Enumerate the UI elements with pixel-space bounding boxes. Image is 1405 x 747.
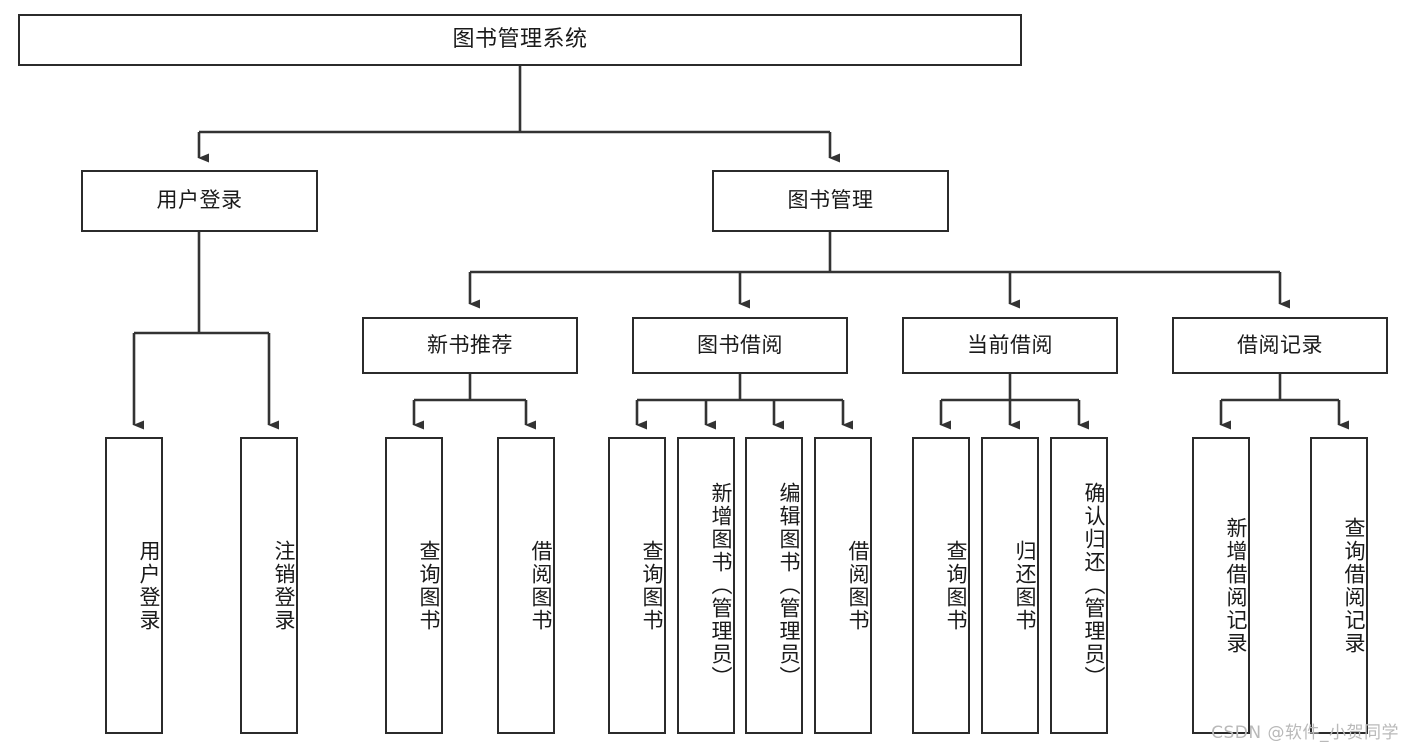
leaf-add-borrow-record[interactable]: 新增借阅记录 (1192, 437, 1250, 734)
node-current-borrow[interactable]: 当前借阅 (902, 317, 1118, 374)
node-new-book-recommend[interactable]: 新书推荐 (362, 317, 578, 374)
csdn-watermark: CSDN @软件_小贺同学 (1211, 723, 1399, 743)
leaf-confirm-return-admin[interactable]: 确认归还（管理员） (1050, 437, 1108, 734)
leaf-add-book-admin[interactable]: 新增图书（管理员） (677, 437, 735, 734)
leaf-return-book[interactable]: 归还图书 (981, 437, 1039, 734)
leaf-logout-login[interactable]: 注销登录 (240, 437, 298, 734)
leaf-borrow-book-recommend[interactable]: 借阅图书 (497, 437, 555, 734)
node-borrow-record[interactable]: 借阅记录 (1172, 317, 1388, 374)
node-root-system[interactable]: 图书管理系统 (18, 14, 1022, 66)
leaf-user-login[interactable]: 用户登录 (105, 437, 163, 734)
node-book-borrow[interactable]: 图书借阅 (632, 317, 848, 374)
leaf-query-book-borrow[interactable]: 查询图书 (608, 437, 666, 734)
leaf-query-book-current[interactable]: 查询图书 (912, 437, 970, 734)
leaf-query-book-recommend[interactable]: 查询图书 (385, 437, 443, 734)
node-book-management[interactable]: 图书管理 (712, 170, 949, 232)
leaf-borrow-book-borrow[interactable]: 借阅图书 (814, 437, 872, 734)
leaf-query-borrow-record[interactable]: 查询借阅记录 (1310, 437, 1368, 734)
leaf-edit-book-admin[interactable]: 编辑图书（管理员） (745, 437, 803, 734)
node-user-login[interactable]: 用户登录 (81, 170, 318, 232)
